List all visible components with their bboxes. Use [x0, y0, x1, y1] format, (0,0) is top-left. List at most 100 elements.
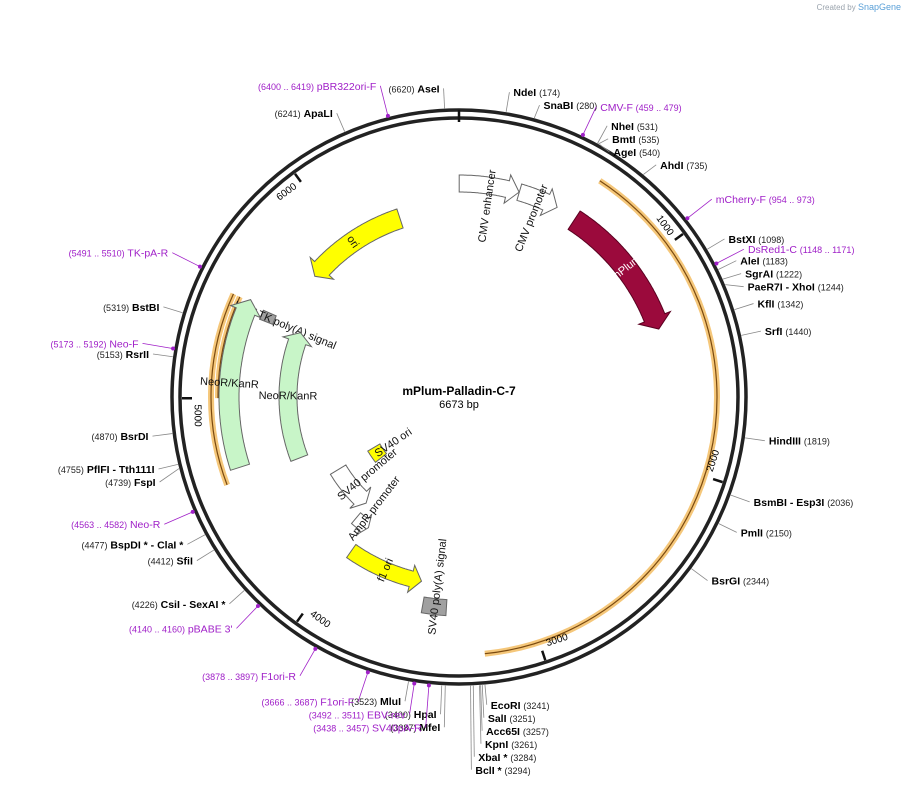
enzyme-name: MluI: [380, 696, 401, 708]
feature-label-neor-kanr: NeoR/KanR: [259, 390, 318, 403]
enzyme-position: (3241): [523, 701, 549, 711]
site-leader-line: [470, 685, 472, 770]
primer-label[interactable]: (3438 .. 3457) SV40pA-R: [313, 723, 422, 735]
primer-label[interactable]: (4563 .. 4582) Neo-R: [71, 519, 161, 531]
feature-f1-ori: [345, 543, 423, 594]
enzyme-label[interactable]: BsrGI (2344): [712, 576, 770, 588]
enzyme-position: (4870): [92, 432, 118, 442]
enzyme-label[interactable]: KflI (1342): [758, 299, 804, 311]
site-leader-line: [443, 685, 446, 728]
enzyme-position: (735): [686, 161, 707, 171]
primer-leader-line: [299, 647, 317, 677]
enzyme-label[interactable]: (3400) HpaI: [385, 709, 437, 721]
site-leader-line: [598, 138, 609, 145]
enzyme-label[interactable]: NheI (531): [611, 121, 658, 133]
site-leader-line: [707, 238, 725, 250]
enzyme-label[interactable]: BmtI (535): [612, 134, 659, 146]
enzyme-name: RsrII: [126, 349, 149, 361]
enzyme-name: KflI: [758, 299, 775, 311]
enzyme-label[interactable]: (4412) SfiI: [148, 556, 193, 568]
enzyme-label[interactable]: SgrAI (1222): [745, 269, 802, 281]
enzyme-label[interactable]: SnaBI (280): [544, 100, 598, 112]
primer-label[interactable]: (5491 .. 5510) TK-pA-R: [69, 248, 169, 260]
enzyme-name: NdeI: [513, 87, 536, 99]
primer-site-mark: [685, 216, 690, 221]
primer-label[interactable]: mCherry-F (954 .. 973): [716, 194, 815, 206]
site-leader-line: [472, 685, 475, 757]
enzyme-label[interactable]: (6241) ApaLI: [275, 108, 333, 120]
scale-tick-label: 5000: [192, 404, 203, 427]
site-leader-line: [691, 568, 708, 581]
primer-label[interactable]: (3666 .. 3687) F1ori-F: [261, 697, 354, 709]
enzyme-label[interactable]: (5153) RsrII: [97, 349, 149, 361]
feature-ampr-promoter: [350, 512, 373, 536]
primer-label[interactable]: CMV-F (459 .. 479): [600, 102, 681, 114]
primer-position: (6400 .. 6419): [258, 82, 314, 92]
site-leader-line: [443, 88, 445, 109]
primer-position: (3878 .. 3897): [202, 672, 258, 682]
enzyme-label[interactable]: PmlI (2150): [741, 527, 792, 539]
enzyme-label[interactable]: (5319) BstBI: [103, 302, 159, 314]
enzyme-label[interactable]: Acc65I (3257): [486, 726, 549, 738]
enzyme-label[interactable]: (6620) AseI: [388, 83, 439, 95]
primer-label[interactable]: (4140 .. 4160) pBABE 3': [129, 623, 232, 635]
primer-site-mark: [190, 509, 195, 514]
enzyme-label[interactable]: AgeI (540): [613, 147, 660, 159]
enzyme-label[interactable]: (4870) BsrDI: [92, 431, 149, 443]
site-leader-line: [158, 463, 179, 470]
primer-position: (5491 .. 5510): [69, 249, 125, 259]
enzyme-label[interactable]: SrfI (1440): [765, 326, 811, 338]
feature-neor-kanr: [218, 299, 262, 471]
primer-label[interactable]: (3492 .. 3511) EBV-rev: [309, 710, 406, 722]
enzyme-name: BsrDI: [120, 431, 148, 443]
feature-hsv-tk-poly-a-signal: [258, 309, 277, 325]
enzyme-label[interactable]: (4739) FspI: [105, 477, 156, 489]
primer-label[interactable]: DsRed1-C (1148 .. 1171): [748, 244, 855, 256]
enzyme-label[interactable]: KpnI (3261): [485, 739, 537, 751]
primer-site-mark: [412, 681, 417, 686]
enzyme-label[interactable]: (4755) PflFI - Tth111I: [58, 464, 155, 476]
enzyme-label[interactable]: AleI (1183): [740, 256, 788, 268]
enzyme-name: PmlI: [741, 527, 763, 539]
enzyme-label[interactable]: PaeR7I - XhoI (1244): [748, 282, 844, 294]
primer-site-mark: [385, 113, 390, 118]
primer-label[interactable]: (5173 .. 5192) Neo-F: [50, 338, 138, 350]
site-leader-line: [163, 306, 183, 314]
orf-outline-line: [210, 293, 234, 486]
enzyme-label[interactable]: NdeI (174): [513, 87, 560, 99]
enzyme-label[interactable]: BstXI (1098): [729, 234, 785, 246]
primer-leader-line: [142, 342, 175, 350]
scale-tick-mark: [541, 650, 547, 661]
enzyme-label[interactable]: BsmBI - Esp3I (2036): [754, 497, 854, 509]
scale-tick-mark: [295, 612, 304, 623]
enzyme-label[interactable]: EcoRI (3241): [491, 700, 550, 712]
orf-outline-line: [484, 180, 718, 655]
enzyme-name: HindIII: [769, 436, 801, 448]
primer-name: pBR322ori-F: [317, 81, 377, 93]
feature-cmv-enhancer: [458, 173, 520, 205]
primer-label[interactable]: (6400 .. 6419) pBR322ori-F: [258, 81, 376, 93]
scale-tick-mark: [712, 477, 723, 484]
primer-leader-line: [236, 605, 259, 629]
backbone-ring: [170, 108, 748, 686]
scale-tick-mark: [674, 232, 684, 241]
enzyme-label[interactable]: XbaI * (3284): [478, 752, 536, 764]
enzyme-name: BsrGI: [712, 576, 741, 588]
enzyme-label[interactable]: (4226) CsiI - SexAI *: [132, 599, 227, 611]
enzyme-label[interactable]: SalI (3251): [488, 713, 536, 725]
primer-label[interactable]: (3878 .. 3897) F1ori-R: [202, 671, 296, 683]
enzyme-label[interactable]: BclI * (3294): [475, 765, 530, 777]
enzyme-position: (3294): [505, 766, 531, 776]
site-leader-line: [725, 284, 744, 288]
enzyme-label[interactable]: HindIII (1819): [769, 436, 830, 448]
enzyme-label[interactable]: (3387) MfeI: [390, 722, 440, 734]
primer-position: (954 .. 973): [769, 195, 815, 205]
enzyme-position: (1183): [762, 257, 787, 267]
enzyme-label[interactable]: (3523) MluI: [351, 696, 401, 708]
scale-tick-mark: [293, 173, 302, 183]
enzyme-label[interactable]: AhdI (735): [660, 160, 707, 172]
scale-tick-label: 4000: [308, 609, 333, 631]
enzyme-position: (280): [576, 101, 597, 111]
enzyme-label[interactable]: (4477) BspDI * - ClaI *: [81, 539, 184, 551]
site-leader-line: [440, 685, 443, 715]
